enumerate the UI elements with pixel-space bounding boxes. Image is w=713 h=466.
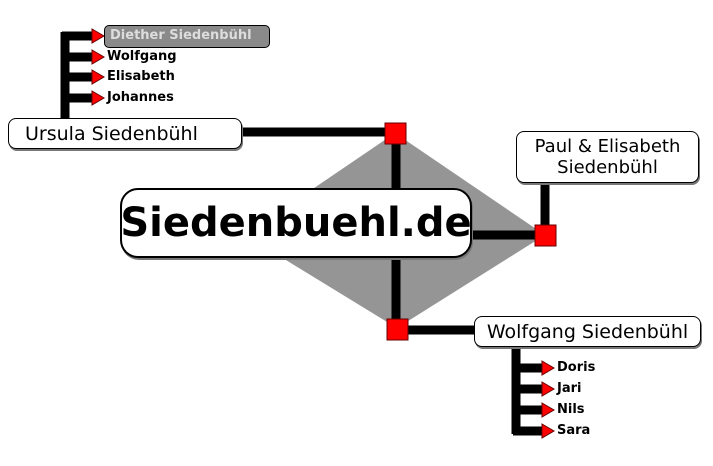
marker-top (384, 122, 407, 145)
site-title[interactable]: Siedenbuehl.de (120, 188, 472, 258)
arrow-icon (541, 402, 555, 418)
arrow-icon (541, 381, 555, 397)
arrow-icon (91, 90, 105, 106)
link-sara[interactable]: Sara (557, 423, 591, 438)
link-doris[interactable]: Doris (557, 360, 596, 375)
node-label: Ursula Siedenbühl (25, 122, 198, 145)
arrow-icon (541, 360, 555, 376)
link-diether-highlighted[interactable]: Diether Siedenbühl (104, 25, 270, 48)
arrow-icon (91, 69, 105, 85)
arrow-icon (91, 28, 105, 44)
link-jari[interactable]: Jari (557, 381, 582, 396)
node-label: Paul & Elisabeth (534, 136, 681, 157)
marker-bottom (386, 318, 409, 341)
link-nils[interactable]: Nils (557, 402, 585, 417)
marker-right (534, 224, 557, 247)
node-ursula[interactable]: Ursula Siedenbühl (8, 118, 242, 149)
site-title-text: Siedenbuehl.de (120, 200, 472, 246)
node-wolfgang[interactable]: Wolfgang Siedenbühl (474, 316, 701, 347)
link-wolfgang[interactable]: Wolfgang (107, 49, 177, 64)
link-elisabeth[interactable]: Elisabeth (107, 69, 175, 84)
node-label: Wolfgang Siedenbühl (486, 320, 689, 343)
arrow-icon (91, 49, 105, 65)
node-label: Siedenbühl (557, 157, 658, 178)
link-johannes[interactable]: Johannes (107, 90, 174, 105)
arrow-icon (541, 423, 555, 439)
